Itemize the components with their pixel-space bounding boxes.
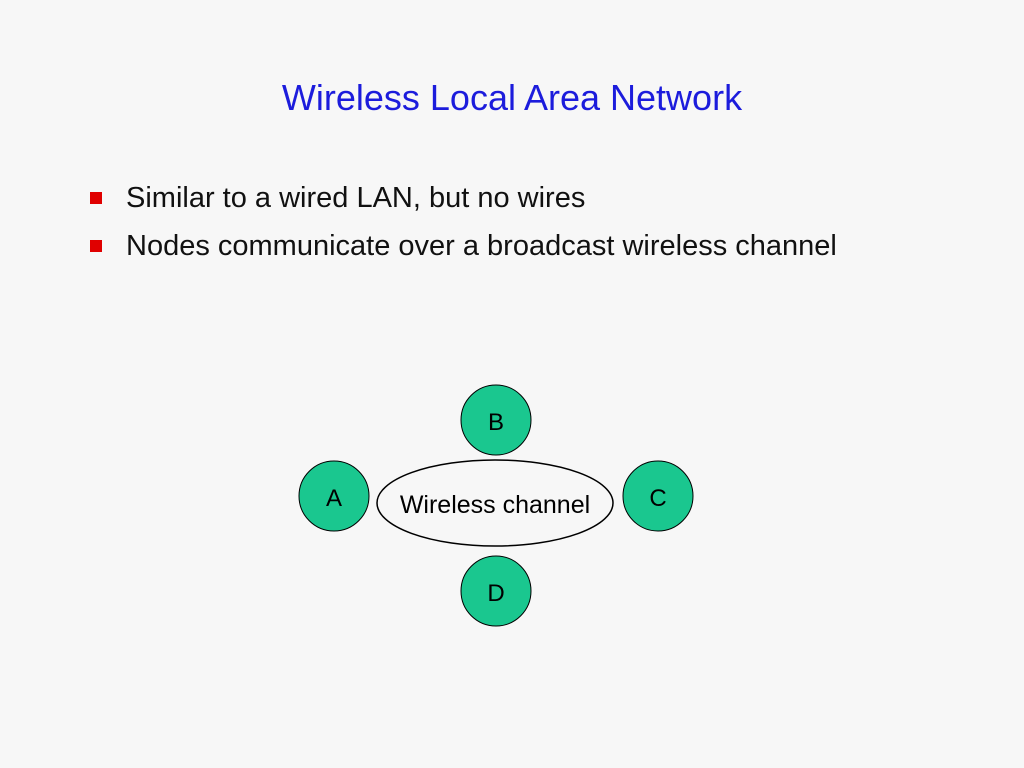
node-d: D <box>460 555 532 627</box>
node-c-label: C <box>649 485 666 512</box>
node-a: A <box>298 460 370 532</box>
node-d-label: D <box>487 580 504 607</box>
node-a-circle <box>298 460 370 532</box>
node-d-circle <box>460 555 532 627</box>
bullet-text: Nodes communicate over a broadcast wirel… <box>126 230 837 262</box>
node-a-label: A <box>326 485 342 512</box>
bullet-item: Similar to a wired LAN, but no wires <box>90 180 990 228</box>
node-b-circle <box>460 384 532 456</box>
node-b-label: B <box>488 409 504 436</box>
bullet-item: Nodes communicate over a broadcast wirel… <box>90 228 990 276</box>
node-c: C <box>622 460 694 532</box>
node-b: B <box>460 384 532 456</box>
slide-title: Wireless Local Area Network <box>281 77 743 118</box>
bullet-list: Similar to a wired LAN, but no wires Nod… <box>90 180 990 276</box>
bullet-text: Similar to a wired LAN, but no wires <box>126 182 586 214</box>
node-c-circle <box>622 460 694 532</box>
square-bullet-icon <box>90 192 102 204</box>
wireless-channel-ellipse <box>376 459 614 547</box>
square-bullet-icon <box>90 240 102 252</box>
wireless-channel-label: Wireless channel <box>400 491 590 519</box>
